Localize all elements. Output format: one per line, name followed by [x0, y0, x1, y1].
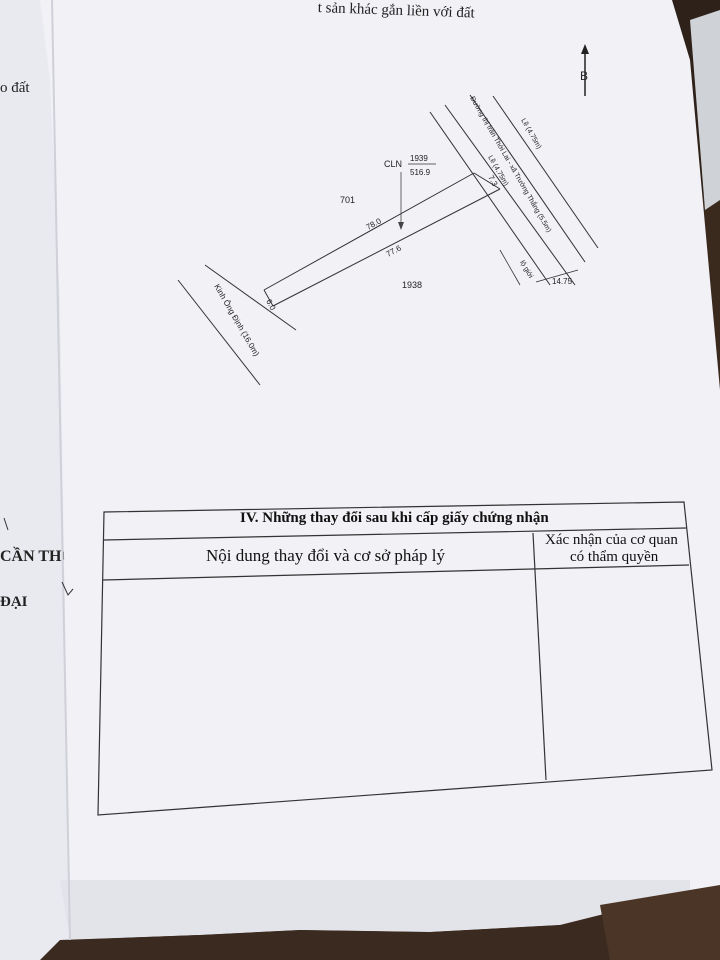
road-width-label: 14.75 [552, 277, 573, 286]
parcel-number: 1939 [410, 154, 428, 163]
col-content-header: Nội dung thay đổi và cơ sở pháp lý [206, 546, 445, 565]
changes-table-border [97, 501, 713, 816]
section-title: IV. Những thay đổi sau khi cấp giấy chứn… [240, 510, 549, 526]
neighbor-parcel-top: 701 [340, 195, 355, 205]
parcel-outline [263, 172, 501, 307]
col-confirm-header-line1: Xác nhận của cơ quan [545, 532, 678, 548]
back-page-text-dat: o đất [0, 80, 30, 96]
land-use-code: CLN [384, 159, 402, 169]
back-page-text-dai: ĐẠI [0, 594, 28, 610]
col-confirm-header-line2: có thẩm quyền [570, 549, 659, 565]
north-label: B [580, 69, 588, 83]
canal-lines [177, 264, 297, 386]
north-arrow-icon [581, 44, 589, 96]
road-lines [429, 94, 599, 286]
parcel-area: 516.9 [410, 168, 431, 177]
back-page-text-can-tho: CẦN THƠ [0, 548, 74, 565]
neighbor-parcel-bottom: 1938 [402, 280, 422, 290]
